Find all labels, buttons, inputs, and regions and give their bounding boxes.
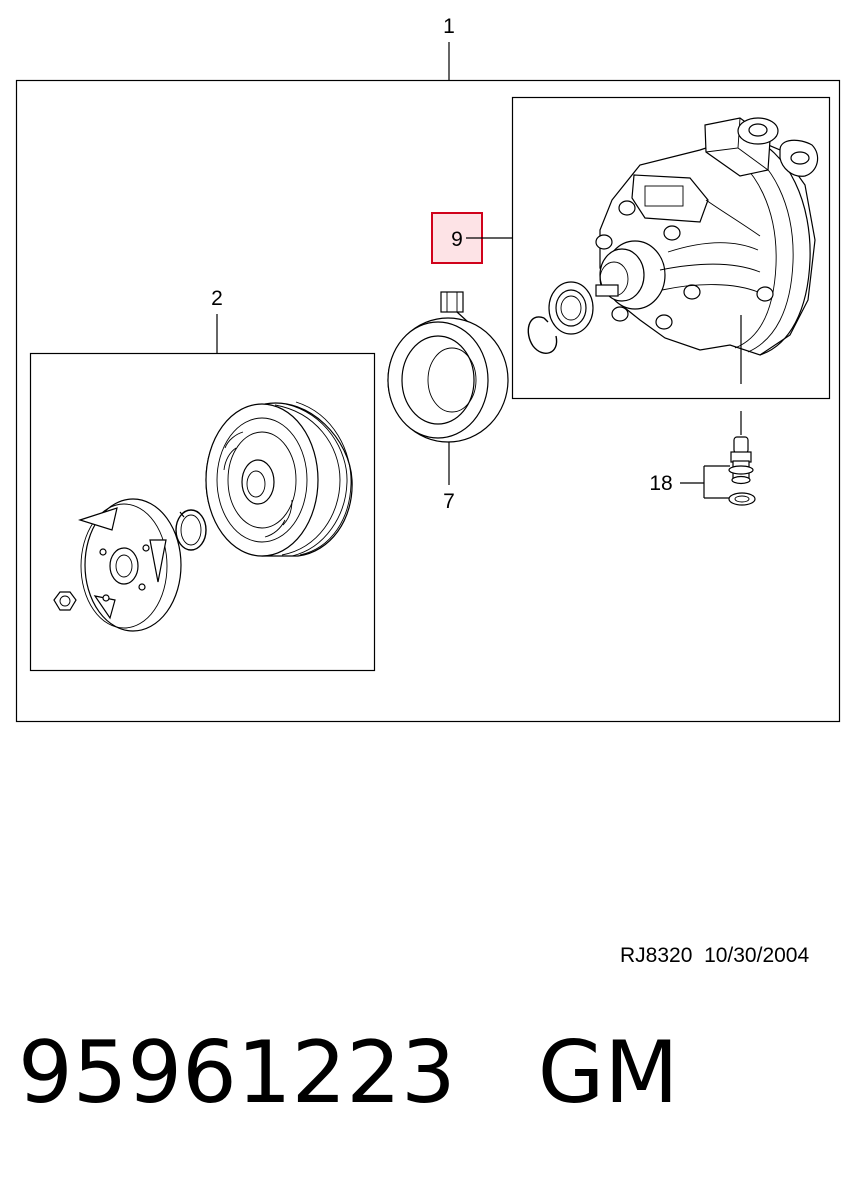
callout-1[interactable]: 1 [443, 15, 455, 38]
clutch-hub-drawing [78, 498, 182, 632]
clutch-frame [29, 352, 376, 672]
drawing-reference: RJ8320 10/30/2004 [620, 944, 809, 968]
part-brand: GM [537, 1023, 679, 1123]
callout-2[interactable]: 2 [211, 287, 223, 310]
assembly-frame [15, 79, 841, 723]
reference-date: 10/30/2004 [704, 944, 810, 967]
pulley-snap-ring [175, 509, 207, 551]
pulley-drawing [205, 401, 353, 557]
part-number-line: 95961223 GM [18, 1030, 679, 1116]
callout-9-label: 9 [451, 228, 463, 251]
compressor-drawing [595, 117, 819, 356]
leader-18-bracket [703, 465, 732, 499]
snap-ring [527, 316, 558, 354]
shaft-seal [548, 281, 594, 335]
callout-18[interactable]: 18 [649, 472, 672, 495]
field-coil [387, 291, 509, 443]
compressor-frame [511, 96, 831, 400]
reference-code: RJ8320 [620, 944, 693, 967]
part-number: 95961223 [18, 1023, 456, 1123]
callout-7[interactable]: 7 [443, 490, 455, 513]
hub-nut [53, 591, 77, 611]
valve-drawing [728, 436, 756, 506]
